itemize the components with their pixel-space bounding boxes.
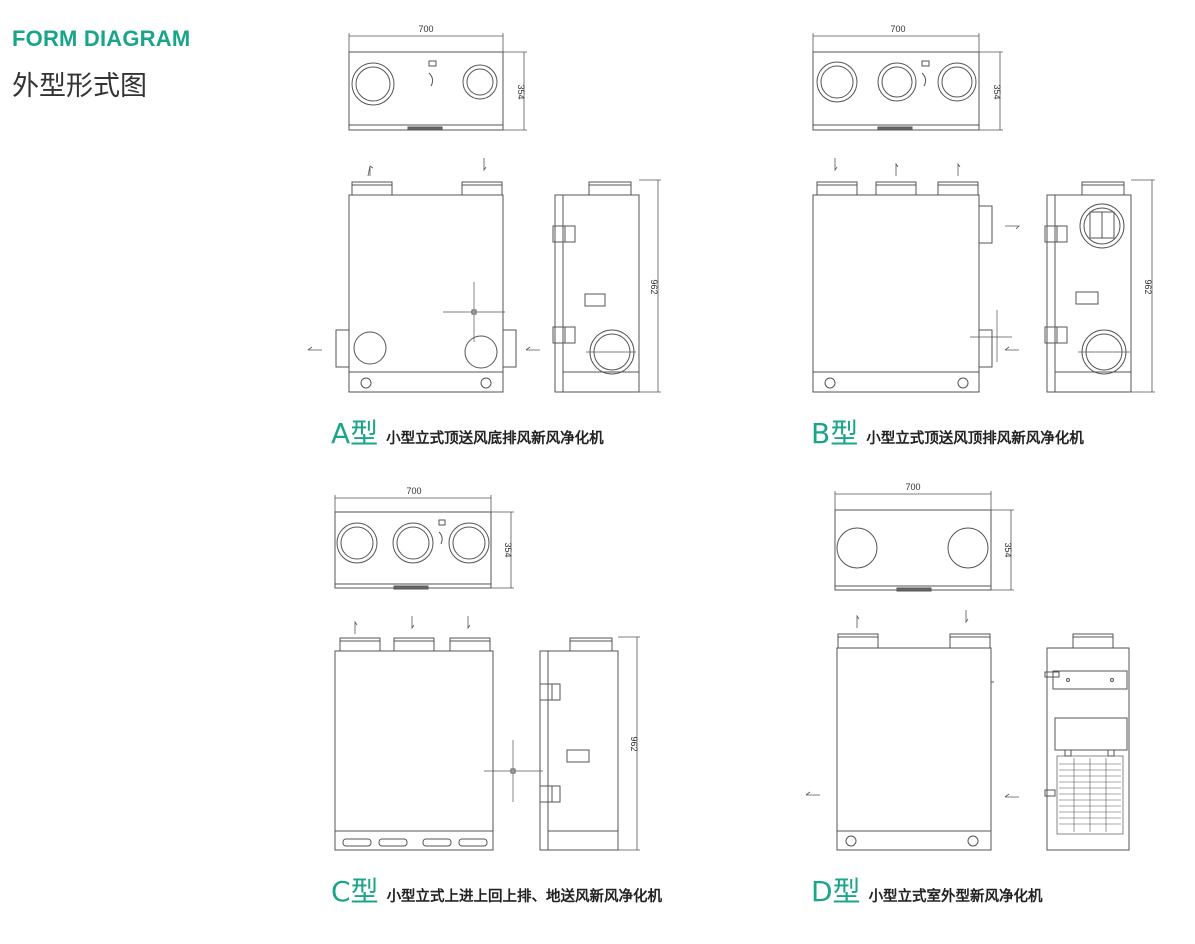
top-view-d: 700 354 bbox=[834, 482, 1014, 592]
side-view-c: 962 bbox=[539, 636, 640, 851]
side-view-b: 962 bbox=[1044, 179, 1155, 393]
caption-a-desc: 小型立式顶送风底排风新风净化机 bbox=[386, 431, 604, 447]
depth-label: 354 bbox=[503, 542, 513, 557]
width-label: 700 bbox=[418, 24, 433, 34]
vent-grille bbox=[1059, 758, 1121, 832]
front-view-c bbox=[334, 616, 543, 851]
width-label: 700 bbox=[406, 486, 421, 496]
page-title-en: FORM DIAGRAM bbox=[12, 26, 191, 51]
caption-b-desc: 小型立式顶送风顶排风新风净化机 bbox=[866, 431, 1084, 447]
caption-d: D型 小型立式室外型新风净化机 bbox=[811, 870, 1043, 910]
front-view-b bbox=[812, 158, 1020, 393]
diagram-b: 700 354 bbox=[812, 24, 1155, 393]
height-label: 962 bbox=[1143, 279, 1153, 294]
caption-c: C型 小型立式上进上回上排、地送风新风净化机 bbox=[331, 870, 662, 910]
caption-d-title: D型 bbox=[811, 875, 861, 908]
depth-label: 354 bbox=[992, 84, 1002, 99]
top-view-c: 700 354 bbox=[334, 486, 514, 590]
front-view-d bbox=[805, 610, 1019, 851]
width-label: 700 bbox=[905, 482, 920, 492]
caption-a-title: A型 bbox=[331, 417, 379, 450]
caption-b: B型 小型立式顶送风顶排风新风净化机 bbox=[811, 412, 1084, 452]
side-view-a: 962 bbox=[552, 179, 661, 393]
caption-c-desc: 小型立式上进上回上排、地送风新风净化机 bbox=[386, 889, 663, 905]
page-title-cn: 外型形式图 bbox=[12, 71, 147, 102]
top-view-b: 700 354 bbox=[812, 24, 1003, 131]
front-view-a bbox=[307, 158, 540, 393]
caption-b-title: B型 bbox=[811, 417, 859, 450]
width-label: 700 bbox=[890, 24, 905, 34]
diagram-d: 700 354 bbox=[805, 482, 1130, 851]
height-label: 962 bbox=[649, 279, 659, 294]
caption-d-desc: 小型立式室外型新风净化机 bbox=[868, 889, 1043, 905]
diagram-c: 700 354 bbox=[334, 486, 640, 851]
caption-c-title: C型 bbox=[331, 875, 379, 908]
side-view-d bbox=[1044, 633, 1130, 851]
top-view-a: 700 354 bbox=[348, 24, 527, 131]
diagram-a: 700 354 bbox=[307, 24, 661, 393]
depth-label: 354 bbox=[516, 84, 526, 99]
height-label: 962 bbox=[629, 736, 639, 751]
caption-a: A型 小型立式顶送风底排风新风净化机 bbox=[331, 412, 604, 452]
depth-label: 354 bbox=[1003, 542, 1013, 557]
